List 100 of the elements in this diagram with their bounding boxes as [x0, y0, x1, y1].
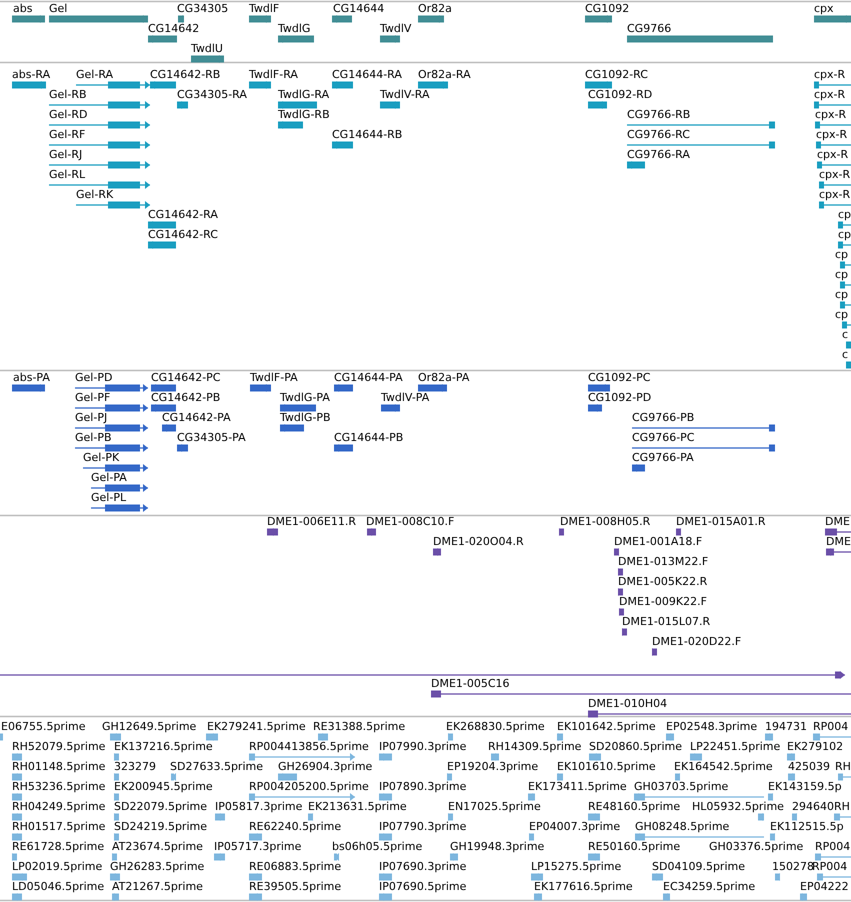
- feature-label: Or82a: [418, 2, 452, 16]
- feature-label: LP02019.5prime: [12, 860, 102, 874]
- feature-label: TwdlF-PA: [250, 371, 298, 385]
- feature-label: LP22451.5prime: [690, 740, 780, 754]
- feature-label: TwdlG-PA: [280, 391, 330, 405]
- feature-label: EC34259.5prime: [663, 880, 756, 894]
- feature-label: Gel-RK: [76, 188, 114, 202]
- feature-label: DME: [825, 515, 850, 529]
- feature-label: CG9766-RA: [627, 148, 690, 162]
- feature-label: DME1-015A01.R: [676, 515, 766, 529]
- feature-label: TwdlF: [249, 2, 280, 16]
- feature-label: Or82a-RA: [418, 68, 471, 82]
- feature-label: RE50160.5prime: [588, 840, 680, 854]
- feature-label: c: [842, 348, 848, 362]
- feature-label: Gel-PK: [83, 451, 120, 465]
- feature-label: CG1092-PD: [588, 391, 652, 405]
- feature-label: GH26904.3prime: [278, 760, 372, 774]
- feature-label: RP004: [812, 860, 848, 874]
- feature-label: HL05932.5prime: [692, 800, 784, 814]
- feature-label: RE62240.5prime: [249, 820, 342, 834]
- feature-label: EK143159.5p: [768, 780, 842, 794]
- feature-label: 323279: [114, 760, 156, 774]
- feature-label: LP15275.5prime: [531, 860, 622, 874]
- feature-label: CG1092-RC: [585, 68, 648, 82]
- feature-label: TwdlG-RB: [278, 108, 330, 122]
- feature-label: CG14642-PC: [151, 371, 220, 385]
- feature-label: RH52079.5prime: [12, 740, 106, 754]
- feature-label: CG1092-PC: [588, 371, 650, 385]
- feature-label: CG9766-RC: [627, 128, 690, 142]
- feature-label: CG9766-PC: [632, 431, 694, 445]
- feature-label: RE06883.5prime: [249, 860, 342, 874]
- feature-label: RH01517.5prime: [12, 820, 106, 834]
- feature-label: SD27633.5prime: [170, 760, 263, 774]
- feature-label: Gel-RJ: [49, 148, 82, 162]
- feature-label: cpx-R: [817, 148, 848, 162]
- feature-label: cpx-R: [814, 88, 846, 102]
- feature-label: IP07990.3prime: [379, 740, 466, 754]
- feature-label: EK177616.5prime: [534, 880, 633, 894]
- feature-label: Gel-RA: [76, 68, 114, 82]
- feature-label: E06755.5prime: [1, 720, 86, 734]
- feature-label: CG14642-RC: [148, 228, 218, 242]
- feature-label: RH04249.5prime: [12, 800, 106, 814]
- feature-label: cpx-R: [815, 108, 846, 122]
- feature-label: TwdlG-RA: [278, 88, 330, 102]
- feature-label: EP19204.3prime: [447, 760, 538, 774]
- feature-label: AT21267.5prime: [112, 880, 203, 894]
- feature-label: DME1-001A18.F: [614, 535, 702, 549]
- feature-label: IP07790.3prime: [379, 820, 466, 834]
- feature-label: Gel-RB: [49, 88, 87, 102]
- feature-label: EK173411.5prime: [528, 780, 627, 794]
- feature-label: CG9766: [627, 22, 672, 36]
- feature-label: TwdlG-PB: [280, 411, 331, 425]
- feature-label: GH03703.5prime: [634, 780, 728, 794]
- feature-label: DME1-009K22.F: [619, 595, 707, 609]
- feature-label: SD20860.5prime: [589, 740, 682, 754]
- feature-label: Gel-PL: [91, 491, 126, 505]
- feature-label: RE48160.5prime: [588, 800, 680, 814]
- feature-label: CG14644-RA: [332, 68, 402, 82]
- feature-label: DME1-005C16: [431, 677, 510, 691]
- feature-label: EK112515.5p: [770, 820, 844, 834]
- feature-label: RE39505.5prime: [249, 880, 342, 894]
- feature-label: Gel-RD: [49, 108, 88, 122]
- feature-label: Or82a-PA: [418, 371, 470, 385]
- feature-label: RE61728.5prime: [12, 840, 104, 854]
- feature-label: CG9766-RB: [627, 108, 690, 122]
- feature-label: Gel: [49, 2, 68, 16]
- feature-label: DME1-020D22.F: [652, 635, 742, 649]
- feature-label: EK137216.5prime: [114, 740, 213, 754]
- feature-label: CG1092: [585, 2, 630, 16]
- feature-label: cp: [835, 248, 848, 262]
- feature-label: cpx-R: [814, 68, 846, 82]
- feature-label: CG9766-PB: [632, 411, 694, 425]
- feature-label: DME1-008H05.R: [560, 515, 650, 529]
- feature-label: CG14642: [148, 22, 200, 36]
- feature-label: EP04007.3prime: [529, 820, 620, 834]
- feature-label: RH14309.5prime: [488, 740, 582, 754]
- feature-label: RP004: [815, 840, 850, 854]
- feature-label: DME1-006E11.R: [267, 515, 356, 529]
- feature-label: cpx: [814, 2, 834, 16]
- feature-label: c: [842, 328, 848, 342]
- feature-label: SD22079.5prime: [114, 800, 207, 814]
- feature-label: cp: [838, 228, 851, 242]
- feature-label: DME1-008C10.F: [366, 515, 454, 529]
- feature-label: 194731: [765, 720, 807, 734]
- feature-label: 294640: [792, 800, 834, 814]
- feature-label: Gel-PA: [91, 471, 127, 485]
- feature-label: bs06h05.5prime: [332, 840, 422, 854]
- feature-label: 425039: [788, 760, 830, 774]
- feature-label: CG14642-PB: [151, 391, 220, 405]
- feature-label: AT23674.5prime: [112, 840, 203, 854]
- feature-label: CG34305-RA: [177, 88, 247, 102]
- feature-label: CG14644-PA: [334, 371, 403, 385]
- feature-label: EN17025.5prime: [448, 800, 541, 814]
- feature-label: DME1-020O04.R: [433, 535, 524, 549]
- feature-label: CG14642-PA: [162, 411, 231, 425]
- feature-label: abs-PA: [13, 371, 50, 385]
- feature-label: GH03376.5prime: [709, 840, 804, 854]
- feature-label: cpx-R: [819, 168, 850, 182]
- feature-label: CG34305-PA: [177, 431, 246, 445]
- feature-label: Gel-PB: [75, 431, 112, 445]
